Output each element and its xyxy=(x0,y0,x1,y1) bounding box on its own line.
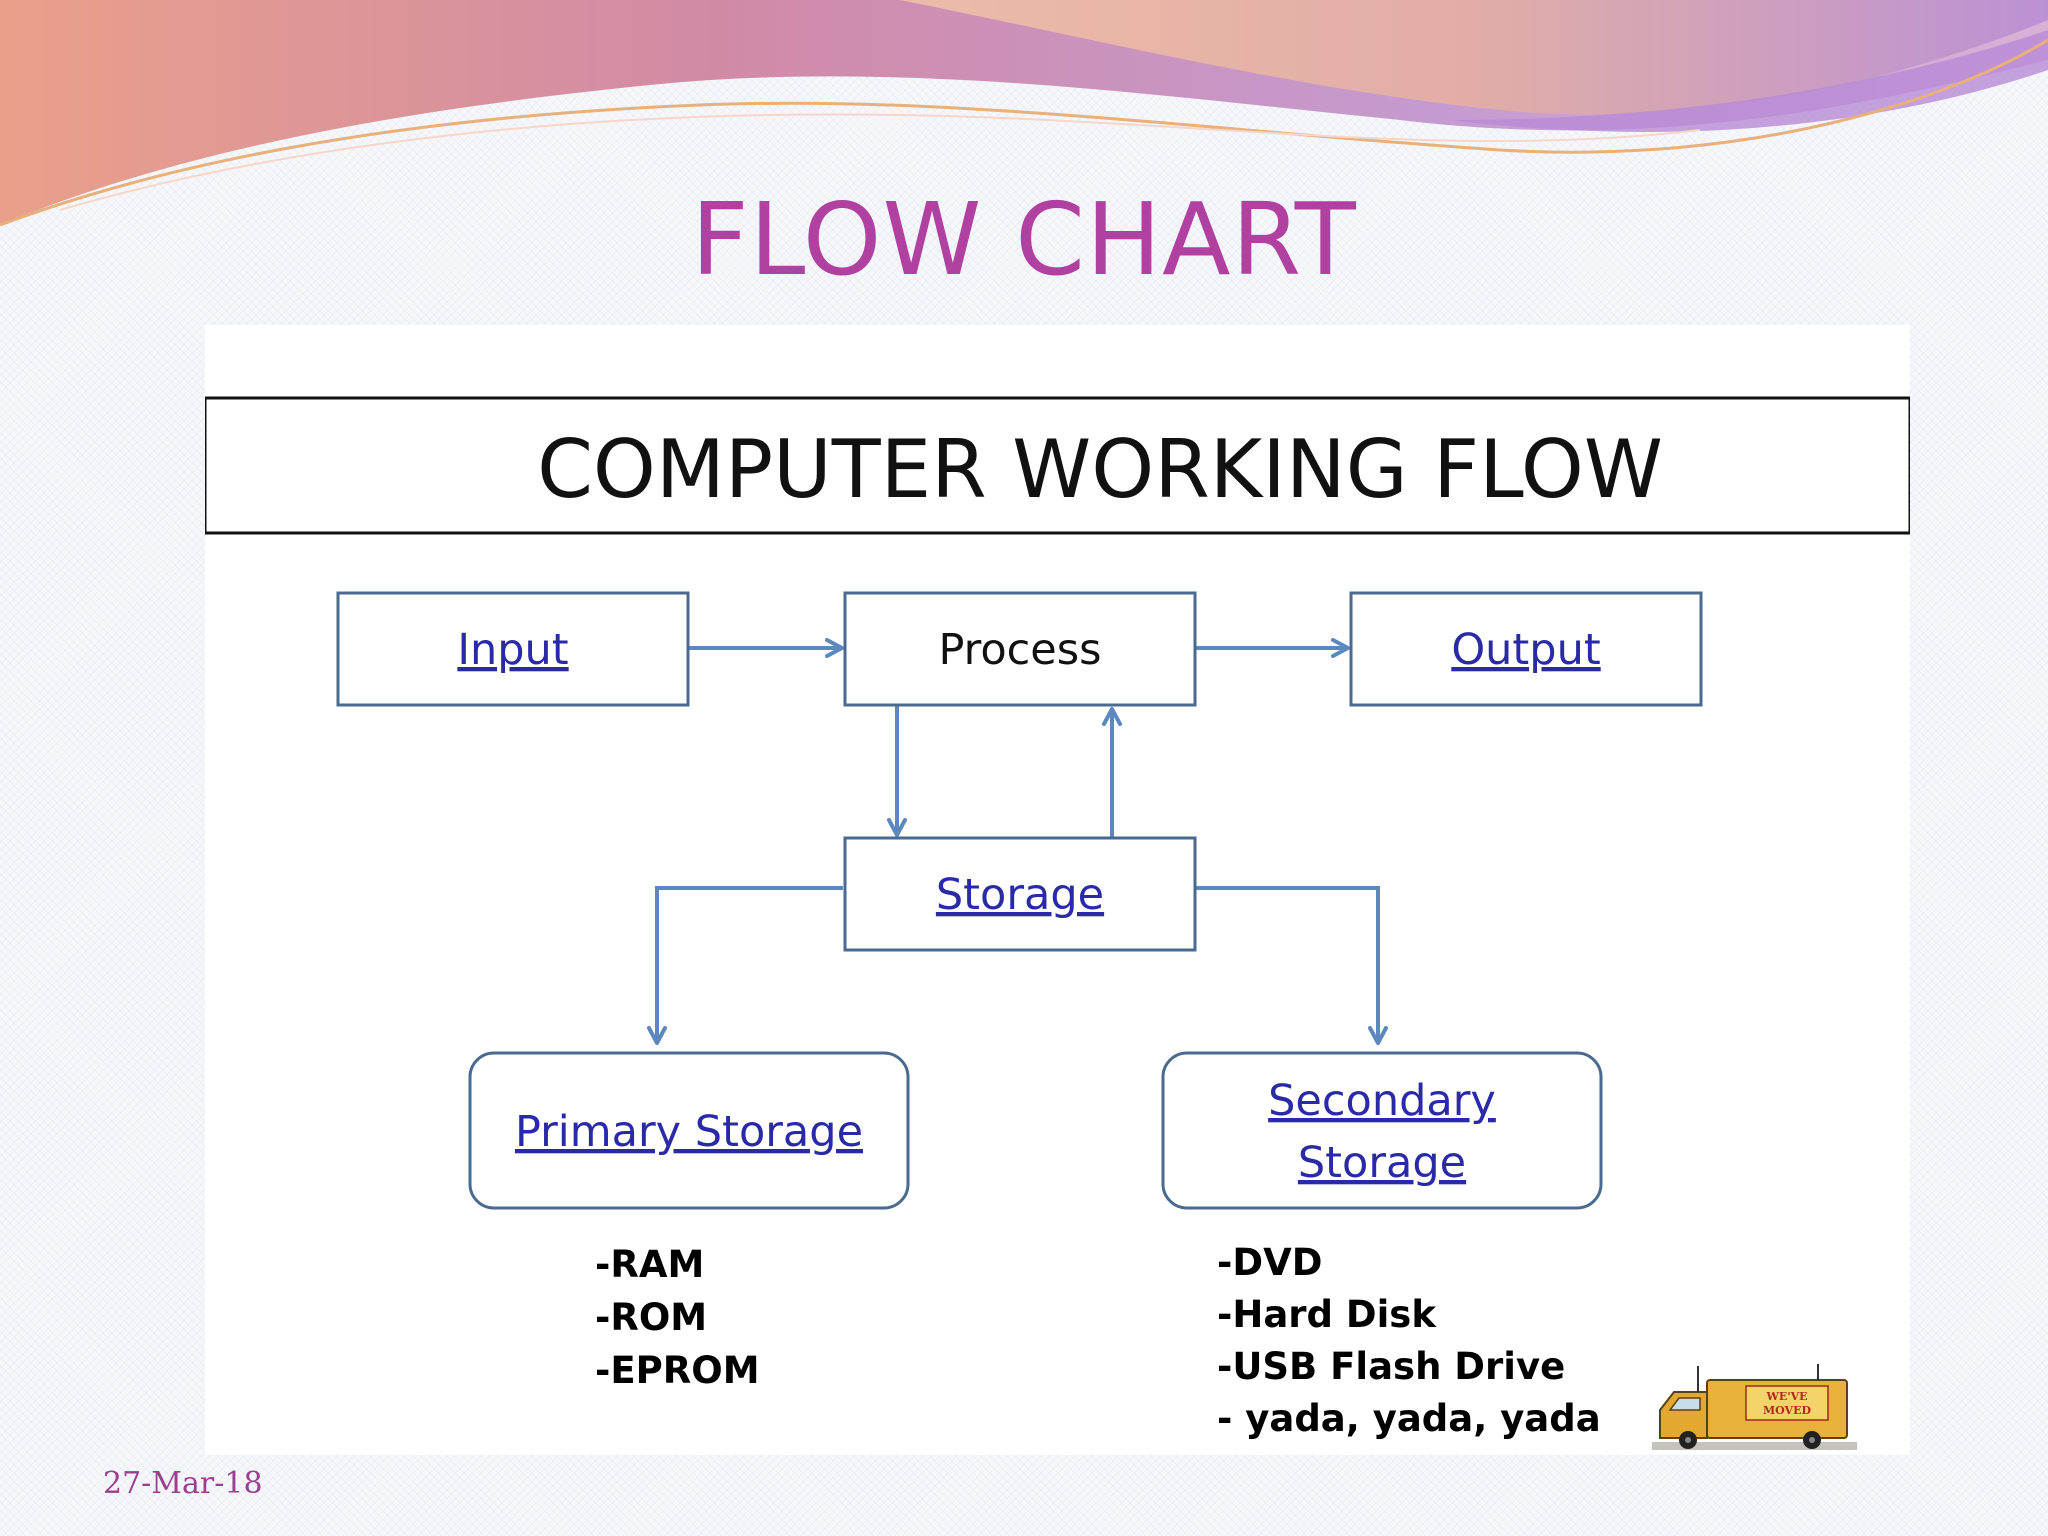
list-item: -DVD xyxy=(1217,1241,1322,1284)
input-label[interactable]: Input xyxy=(457,625,568,675)
primary-storage-list: -RAM -ROM -EPROM xyxy=(595,1243,760,1392)
secondary-storage-label-line1[interactable]: Secondary xyxy=(1268,1076,1496,1126)
truck-sign-line2: MOVED xyxy=(1763,1404,1811,1417)
list-item: -EPROM xyxy=(595,1349,760,1392)
moving-truck-icon: WE'VE MOVED xyxy=(1652,1364,1857,1450)
process-label: Process xyxy=(938,625,1101,675)
arrow-storage-to-secondary xyxy=(1195,886,1388,1045)
slide-date: 27-Mar-18 xyxy=(103,1466,263,1501)
truck-sign-line1: WE'VE xyxy=(1765,1390,1807,1403)
diagram-heading: COMPUTER WORKING FLOW xyxy=(537,423,1663,516)
secondary-storage-list: -DVD -Hard Disk -USB Flash Drive - yada,… xyxy=(1217,1241,1601,1440)
storage-label[interactable]: Storage xyxy=(936,870,1104,920)
decorative-wave-header xyxy=(0,0,2048,227)
list-item: -RAM xyxy=(595,1243,704,1286)
list-item: -USB Flash Drive xyxy=(1217,1345,1565,1388)
arrow-storage-to-primary xyxy=(647,886,843,1045)
list-item: - yada, yada, yada xyxy=(1217,1397,1601,1440)
diagram-panel: COMPUTER WORKING FLOW Input Process Outp… xyxy=(205,325,1910,1455)
storage-node[interactable]: Storage xyxy=(843,836,1197,952)
output-label[interactable]: Output xyxy=(1451,625,1600,675)
primary-storage-label[interactable]: Primary Storage xyxy=(515,1107,863,1157)
output-node[interactable]: Output xyxy=(1349,591,1703,707)
secondary-storage-node[interactable]: Secondary Storage xyxy=(1161,1051,1603,1210)
input-node[interactable]: Input xyxy=(336,591,690,707)
slide-title: FLOW CHART xyxy=(691,181,1357,298)
heading-box xyxy=(205,396,1910,535)
list-item: -ROM xyxy=(595,1296,707,1339)
primary-storage-node[interactable]: Primary Storage xyxy=(468,1051,910,1210)
process-node: Process xyxy=(843,591,1197,707)
flow-chart-diagram: COMPUTER WORKING FLOW Input Process Outp… xyxy=(205,396,1910,1440)
secondary-storage-label-line2[interactable]: Storage xyxy=(1298,1138,1466,1188)
list-item: -Hard Disk xyxy=(1217,1293,1437,1336)
